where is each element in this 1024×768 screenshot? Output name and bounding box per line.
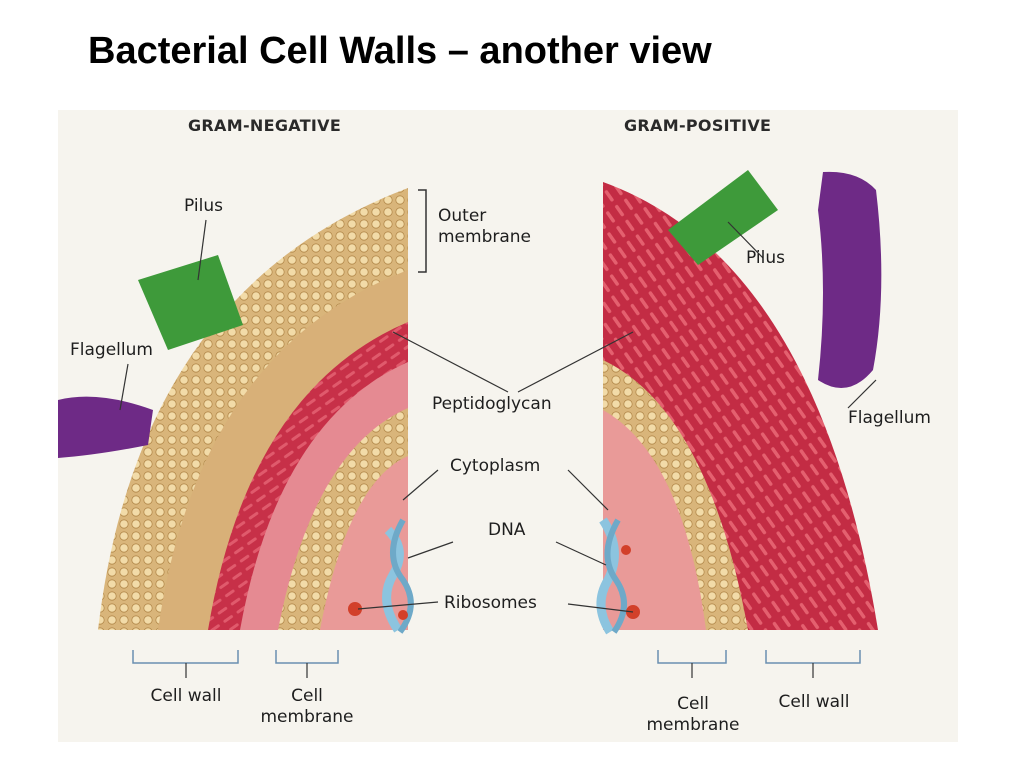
label-cytoplasm: Cytoplasm	[450, 456, 541, 476]
label-flagellum-negative: Flagellum	[70, 340, 153, 360]
ribosome-negative-2	[398, 610, 408, 620]
label-pilus-positive: Pilus	[746, 248, 785, 268]
pilus-negative	[138, 255, 243, 350]
bottom-brackets	[132, 650, 861, 664]
label-cell-membrane-positive: Cell membrane	[646, 694, 740, 735]
label-cell-wall-positive: Cell wall	[778, 692, 850, 712]
leader-lines	[119, 219, 877, 613]
gram-positive-wall	[603, 182, 878, 630]
flagellum-negative	[58, 396, 153, 458]
label-peptidoglycan: Peptidoglycan	[432, 394, 552, 414]
label-cell-wall-negative: Cell wall	[150, 686, 222, 706]
outer-membrane-bracket	[418, 189, 427, 273]
gram-negative-wall	[98, 188, 408, 630]
label-pilus-negative: Pilus	[184, 196, 223, 216]
diagram-illustration	[58, 170, 882, 678]
label-flagellum-positive: Flagellum	[848, 408, 931, 428]
ribosome-negative-1	[348, 602, 362, 616]
ribosome-positive-2	[621, 545, 631, 555]
flagellum-positive	[818, 171, 882, 388]
pilus-positive	[668, 170, 778, 265]
label-outer-membrane: Outer membrane	[438, 206, 532, 247]
cytoplasm-positive	[603, 410, 706, 630]
cell-wall-diagram: GRAM-NEGATIVE GRAM-POSITIVE Pilus Outer …	[58, 110, 958, 742]
gram-negative-heading: GRAM-NEGATIVE	[188, 116, 342, 135]
label-dna: DNA	[488, 520, 526, 540]
label-ribosomes: Ribosomes	[444, 593, 537, 613]
gram-positive-heading: GRAM-POSITIVE	[624, 116, 772, 135]
label-cell-membrane-negative: Cell membrane	[260, 686, 354, 727]
slide-title: Bacterial Cell Walls – another view	[88, 30, 712, 72]
